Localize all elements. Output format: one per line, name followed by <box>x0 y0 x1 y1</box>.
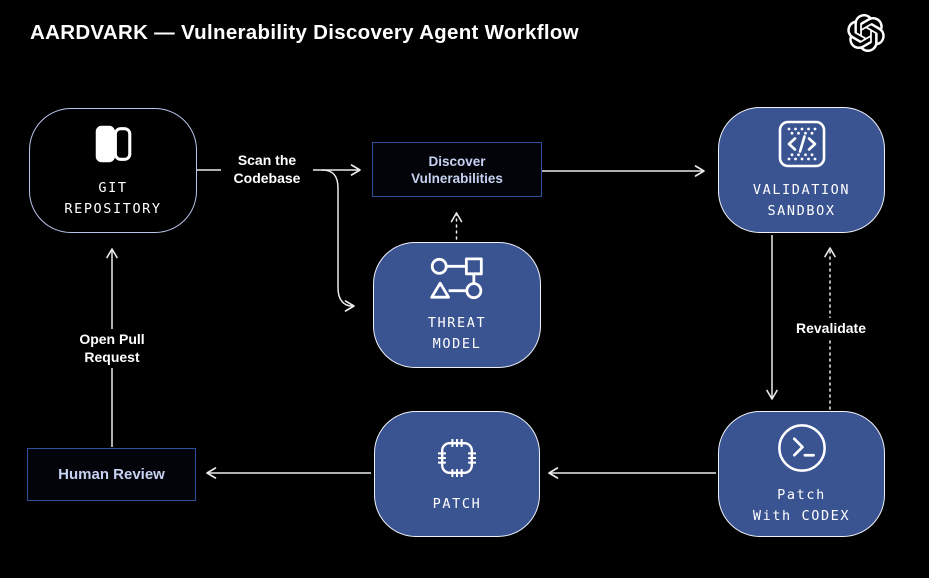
box-discover-vulnerabilities: Discover Vulnerabilities <box>372 142 542 197</box>
node-label: VALIDATION SANDBOX <box>752 181 851 219</box>
patch-stitch-icon <box>432 433 482 483</box>
node-patch-with-codex: Patch With CODEX <box>718 411 885 537</box>
node-validation-sandbox: VALIDATION SANDBOX <box>718 107 885 233</box>
box-label: Human Review <box>58 466 165 483</box>
code-sandbox-icon <box>777 119 827 169</box>
repository-icon <box>90 121 136 167</box>
box-label: Discover Vulnerabilities <box>411 153 503 186</box>
terminal-prompt-icon <box>776 422 828 474</box>
page-title: AARDVARK — Vulnerability Discovery Agent… <box>30 21 579 44</box>
node-label: GIT REPOSITORY <box>64 180 162 217</box>
openai-logo-icon <box>847 14 885 52</box>
edge-branch-threat-model <box>321 169 355 312</box>
edge-label-open-pull-request: Open Pull Request <box>66 329 158 368</box>
node-threat-model: THREAT MODEL <box>373 242 541 368</box>
node-patch: PATCH <box>374 411 540 537</box>
node-label: PATCH <box>432 496 482 512</box>
threat-model-icon <box>428 255 486 302</box>
node-label: THREAT MODEL <box>427 315 487 352</box>
node-label: Patch With CODEX <box>752 486 851 524</box>
node-git-repository: GIT REPOSITORY <box>29 108 197 233</box>
edge-label-revalidate: Revalidate <box>787 318 875 340</box>
box-human-review: Human Review <box>27 448 196 501</box>
edge-label-scan-the-codebase: Scan the Codebase <box>221 150 313 189</box>
